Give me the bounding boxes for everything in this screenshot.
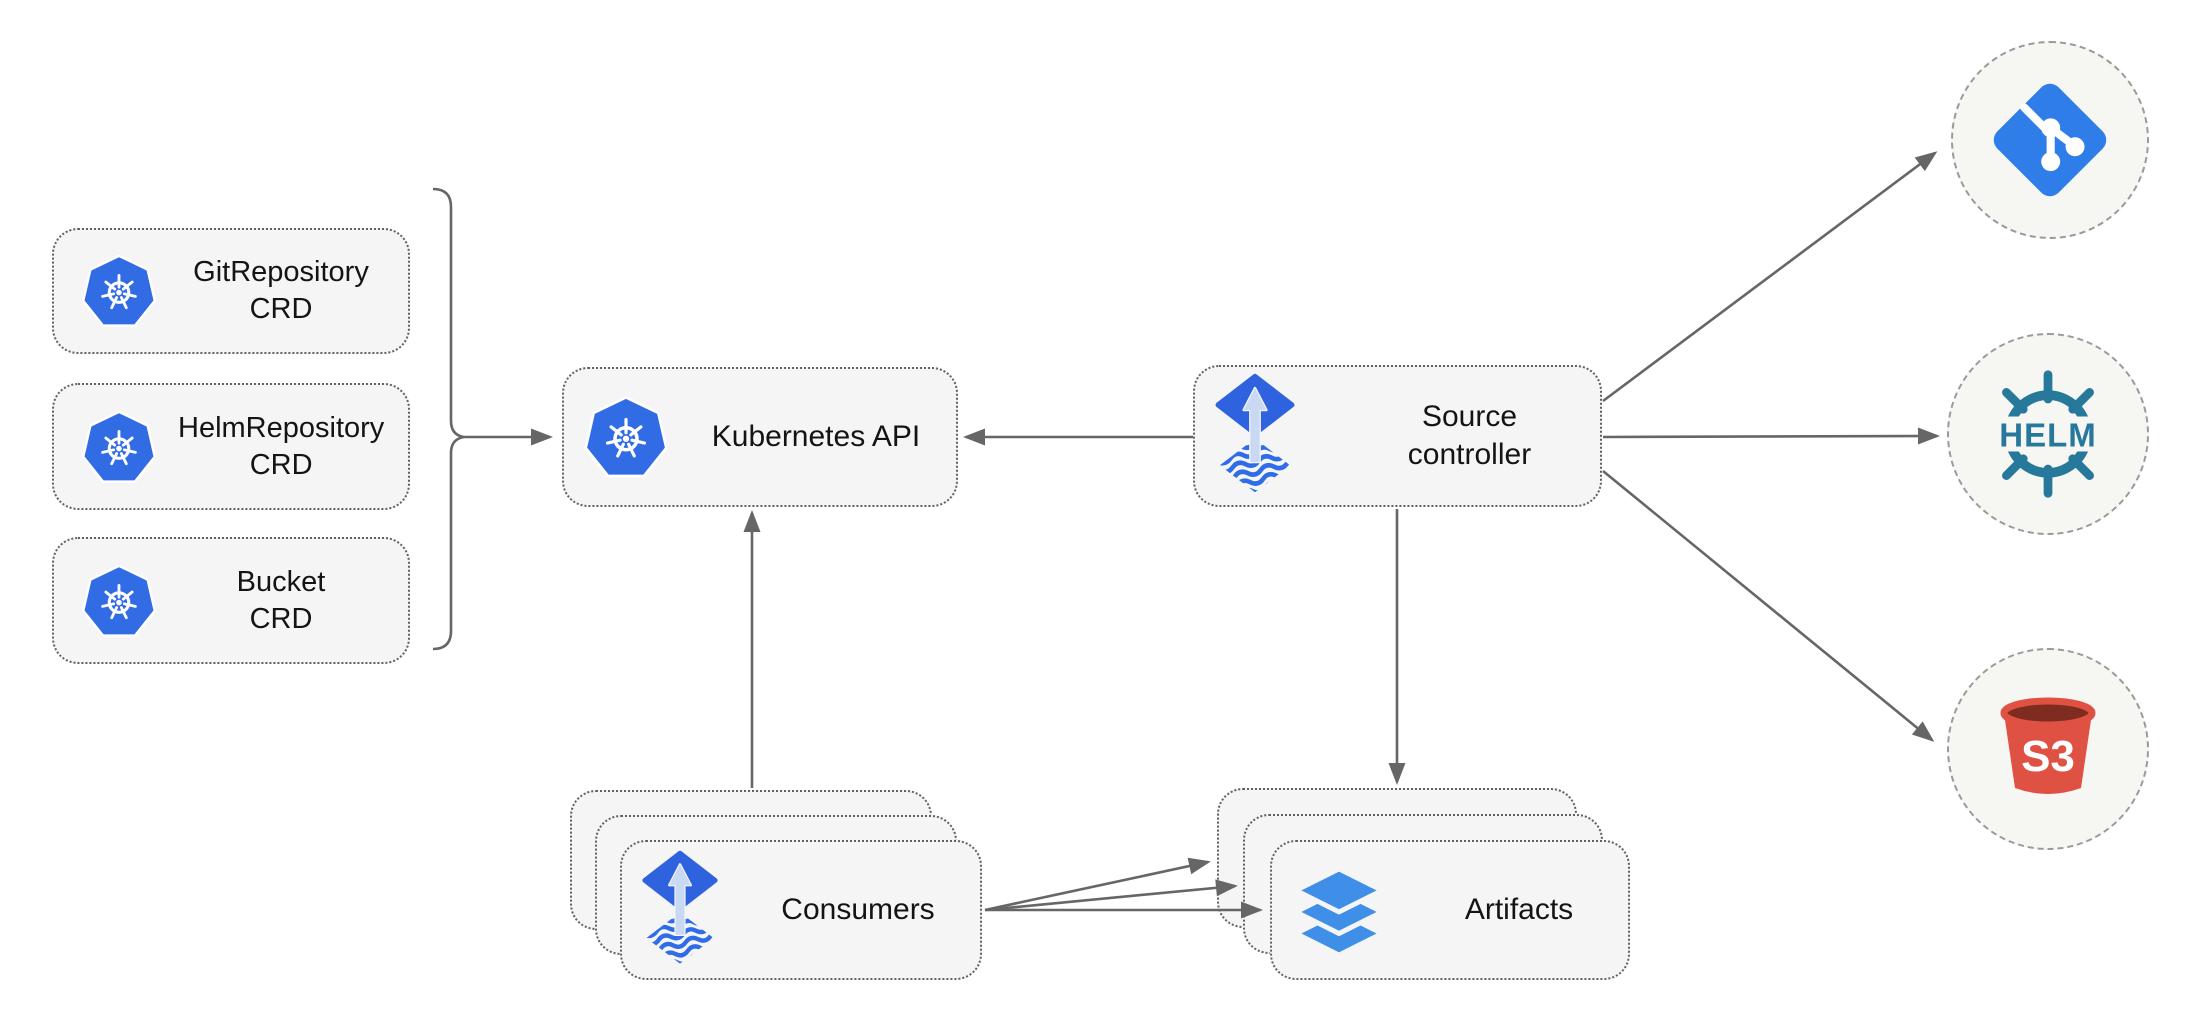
node-label: Source controller [1407,400,1532,471]
s3-bucket-icon [1988,689,2108,809]
crd-group-brace [432,187,465,651]
kubernetes-icon [80,408,158,486]
git-icon [1985,75,2115,205]
endpoint-s3 [1947,648,2149,850]
endpoint-git [1951,41,2149,239]
arrow-source-to-s3 [1602,469,1935,742]
helm-icon [1980,366,2116,502]
node-consumers: Consumers [620,840,982,980]
node-artifacts: Artifacts [1270,840,1630,980]
kubernetes-icon [80,252,158,330]
node-label: Consumers [781,893,935,926]
kubernetes-icon [80,562,158,640]
node-label: Kubernetes API [711,420,921,453]
node-label: Artifacts [1464,893,1574,926]
arrow-consumers-to-artifacts-1 [984,857,1211,912]
node-label: GitRepository CRD [193,256,369,325]
node-gitrepository-crd: GitRepository CRD [52,228,410,354]
node-source-controller: Source controller [1193,365,1602,507]
flux-source-icon [1213,373,1297,499]
layers-icon [1290,863,1388,957]
node-helmrepository-crd: HelmRepository CRD [52,383,410,510]
node-label: Bucket CRD [236,565,326,635]
flux-source-icon [640,850,720,970]
node-label: HelmRepository CRD [178,411,385,481]
node-bucket-crd: Bucket CRD [52,537,410,664]
endpoint-helm [1947,333,2149,535]
kubernetes-icon [582,393,670,481]
arrow-consumers-to-artifacts-2 [984,879,1238,912]
arrow-source-to-helm [1602,427,1940,445]
arrow-source-to-git [1602,151,1938,403]
node-kubernetes-api: Kubernetes API [562,367,958,507]
